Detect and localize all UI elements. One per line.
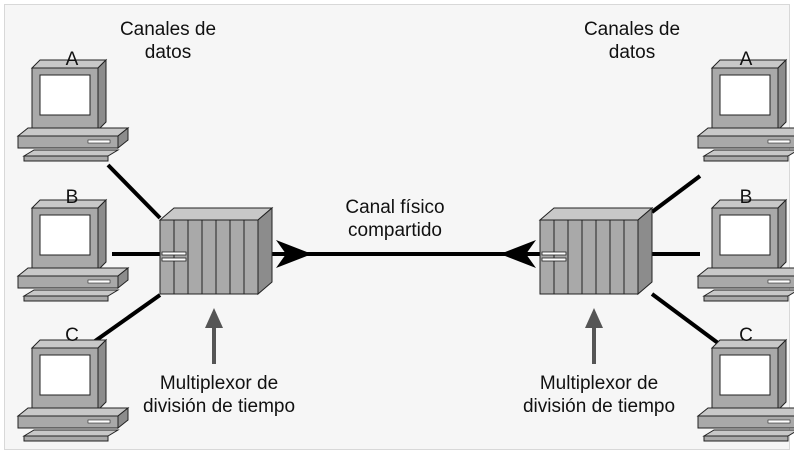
arrowhead-right-icon xyxy=(276,240,312,268)
right-channels-label-line1: Canales de xyxy=(583,19,681,40)
left-mux-label-line2: división de tiempo xyxy=(142,396,296,417)
computer-right-a-icon xyxy=(697,59,794,162)
right-channel-line-a xyxy=(650,174,702,214)
right-channel-line-c xyxy=(650,292,724,348)
left-station-a-label: A xyxy=(65,49,79,70)
left-channels-label-line1: Canales de xyxy=(119,19,217,40)
shared-channel-label-line1: Canal físico xyxy=(345,197,445,218)
right-station-c-label: C xyxy=(739,325,753,346)
left-channels-label: Canales de datos xyxy=(108,18,228,64)
left-channel-line-c xyxy=(86,293,162,348)
left-station-c-label: C xyxy=(65,325,79,346)
right-station-a-label: A xyxy=(739,49,753,70)
left-mux-label: Multiplexor de división de tiempo xyxy=(134,372,304,418)
left-mux-label-line1: Multiplexor de xyxy=(159,373,279,394)
computer-right-c-icon xyxy=(697,339,794,442)
computer-left-a-icon xyxy=(17,59,129,162)
right-station-b-label: B xyxy=(739,187,753,208)
left-station-b-label: B xyxy=(65,187,79,208)
multiplexer-right-icon xyxy=(539,207,653,295)
shared-channel-label: Canal físico compartido xyxy=(330,196,460,242)
computer-right-b-icon xyxy=(697,199,794,302)
diagram-frame xyxy=(4,4,790,450)
right-mux-label-line1: Multiplexor de xyxy=(539,373,659,394)
multiplexer-left-icon xyxy=(159,207,273,295)
right-channels-label-line2: datos xyxy=(608,42,656,63)
left-channel-line-a xyxy=(106,163,162,220)
right-channels-label: Canales de datos xyxy=(572,18,692,64)
right-mux-pointer-arrow-icon xyxy=(585,308,603,328)
computer-left-c-icon xyxy=(17,339,129,442)
computer-left-b-icon xyxy=(17,199,129,302)
right-mux-label: Multiplexor de división de tiempo xyxy=(514,372,684,418)
left-channels-label-line2: datos xyxy=(144,42,192,63)
arrowhead-left-icon xyxy=(500,240,536,268)
left-mux-pointer-arrow-icon xyxy=(205,308,223,328)
right-mux-label-line2: división de tiempo xyxy=(522,396,676,417)
shared-channel-label-line2: compartido xyxy=(348,220,442,241)
